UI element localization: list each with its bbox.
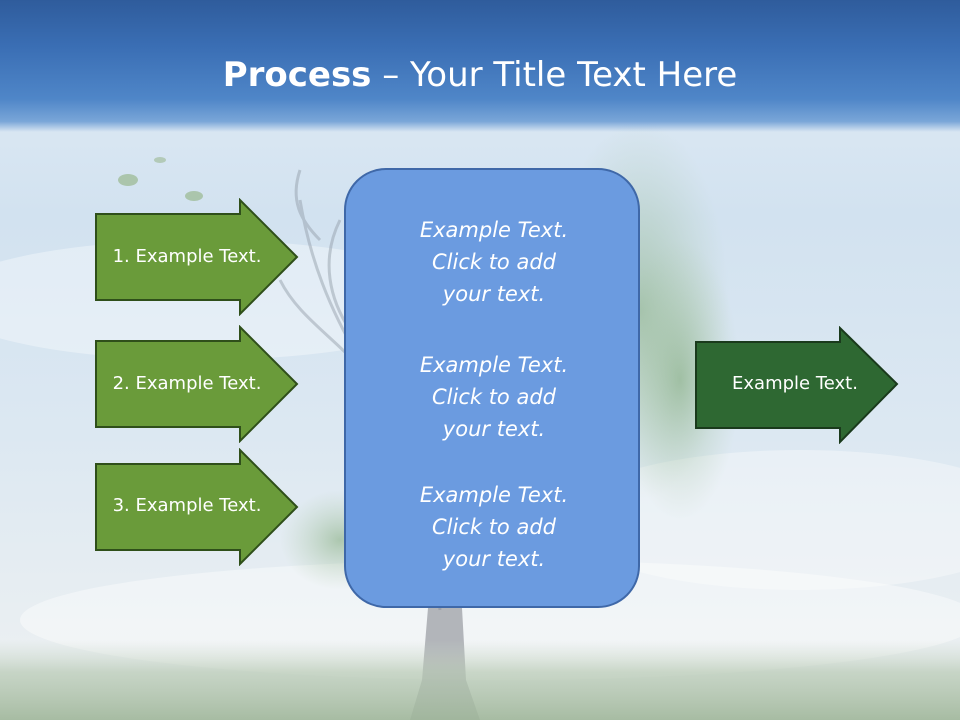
input-arrow-3-label: 3. Example Text. bbox=[112, 495, 262, 516]
input-arrow-2[interactable] bbox=[94, 325, 300, 443]
title-bar bbox=[0, 0, 960, 132]
center-text-3: Example Text. Click to add your text. bbox=[419, 483, 569, 571]
title-rest: – Your Title Text Here bbox=[371, 55, 738, 95]
title-bold: Process bbox=[222, 55, 372, 95]
center-text-2: Example Text. Click to add your text. bbox=[419, 353, 569, 441]
input-arrow-1[interactable] bbox=[94, 198, 300, 316]
center-text-1: Example Text. Click to add your text. bbox=[419, 218, 569, 306]
output-arrow[interactable] bbox=[694, 326, 900, 444]
input-arrow-1-label: 1. Example Text. bbox=[112, 246, 262, 267]
slide-title[interactable]: Process – Your Title Text Here bbox=[0, 52, 960, 98]
input-arrow-2-label: 2. Example Text. bbox=[112, 373, 262, 394]
output-arrow-label: Example Text. bbox=[732, 373, 858, 394]
input-arrow-3[interactable] bbox=[94, 448, 300, 566]
center-text-box[interactable]: Example Text. Click to add your text. Ex… bbox=[344, 168, 640, 608]
